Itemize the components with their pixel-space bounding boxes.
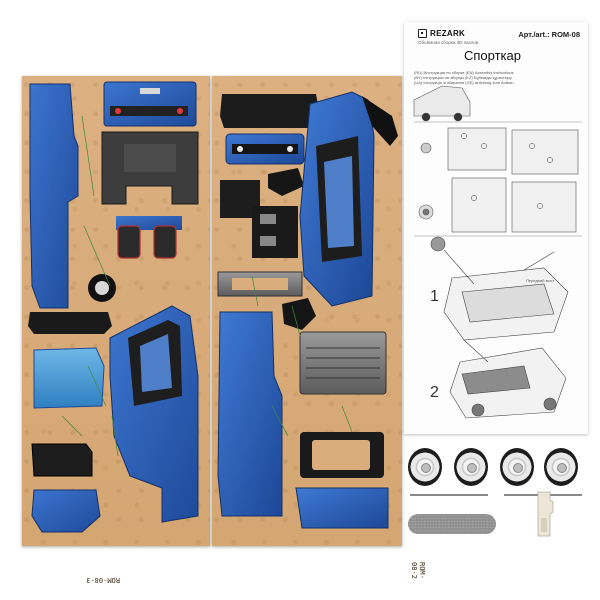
panel-part [252,206,298,258]
spoiler-part [28,312,112,334]
rear-grille-part [299,331,387,395]
brand-mark-icon [418,29,427,38]
hood-part [33,347,105,409]
sandpaper-strip [408,514,496,534]
seat-part [117,225,141,259]
front-bumper-part [220,94,320,128]
plywood-board-left: ROM-08-3 [22,76,210,584]
board-right-parts [217,91,398,529]
board-code-left: ROM-08-3 [86,576,120,584]
legend-line: (UA) Інструкція зі збирання (GE) Anleitu… [414,80,514,85]
assembly-lines [61,115,119,457]
side-panel-part [29,83,79,309]
brand-logo: REZARK [418,29,465,38]
article-number: Арт./art.: ROM-08 [518,30,580,39]
mirror-part [268,168,304,196]
grille-part [31,443,93,477]
board-code-right: ROM-08-2 [410,562,426,579]
language-legend: (RU) Инструкция по сборке (EN) Assembly … [414,70,582,85]
wheel-3 [500,448,534,486]
instruction-sheet: REZARK Объёмная сборка 3D пазлов Арт./ar… [404,22,588,434]
brand-name: REZARK [430,29,466,38]
roof-part [217,311,283,517]
step-number-1: 1 [430,288,439,305]
board-left-parts [28,81,199,533]
diagram-hint: Передний мост [526,278,555,283]
seat-part [153,225,177,259]
step-number-2: 2 [430,384,439,401]
bumper-part [31,489,101,533]
legend-line: (BY) Інструкцыя па зборцы (KZ) Бұйымды қ… [414,75,512,80]
wheel-2 [454,448,488,486]
brand-subtitle: Объёмная сборка 3D пазлов [418,40,479,45]
small-black-part [282,298,316,330]
wheel-1 [408,448,442,486]
lower-body-part [295,487,389,529]
product-title: Спорткар [464,48,521,63]
wheel-4 [544,448,578,486]
legend-line: (RU) Инструкция по сборке (EN) Assembly … [414,70,514,75]
plywood-board-right: ROM-08-2 [212,76,426,579]
step-2-diagram [449,339,567,419]
instruction-diagrams [413,85,582,419]
diagram-parts [413,85,579,233]
axle-1 [410,494,488,496]
assembly-tool [537,491,554,537]
step-1-diagram [430,236,569,341]
assembly-lines-right [251,275,353,437]
